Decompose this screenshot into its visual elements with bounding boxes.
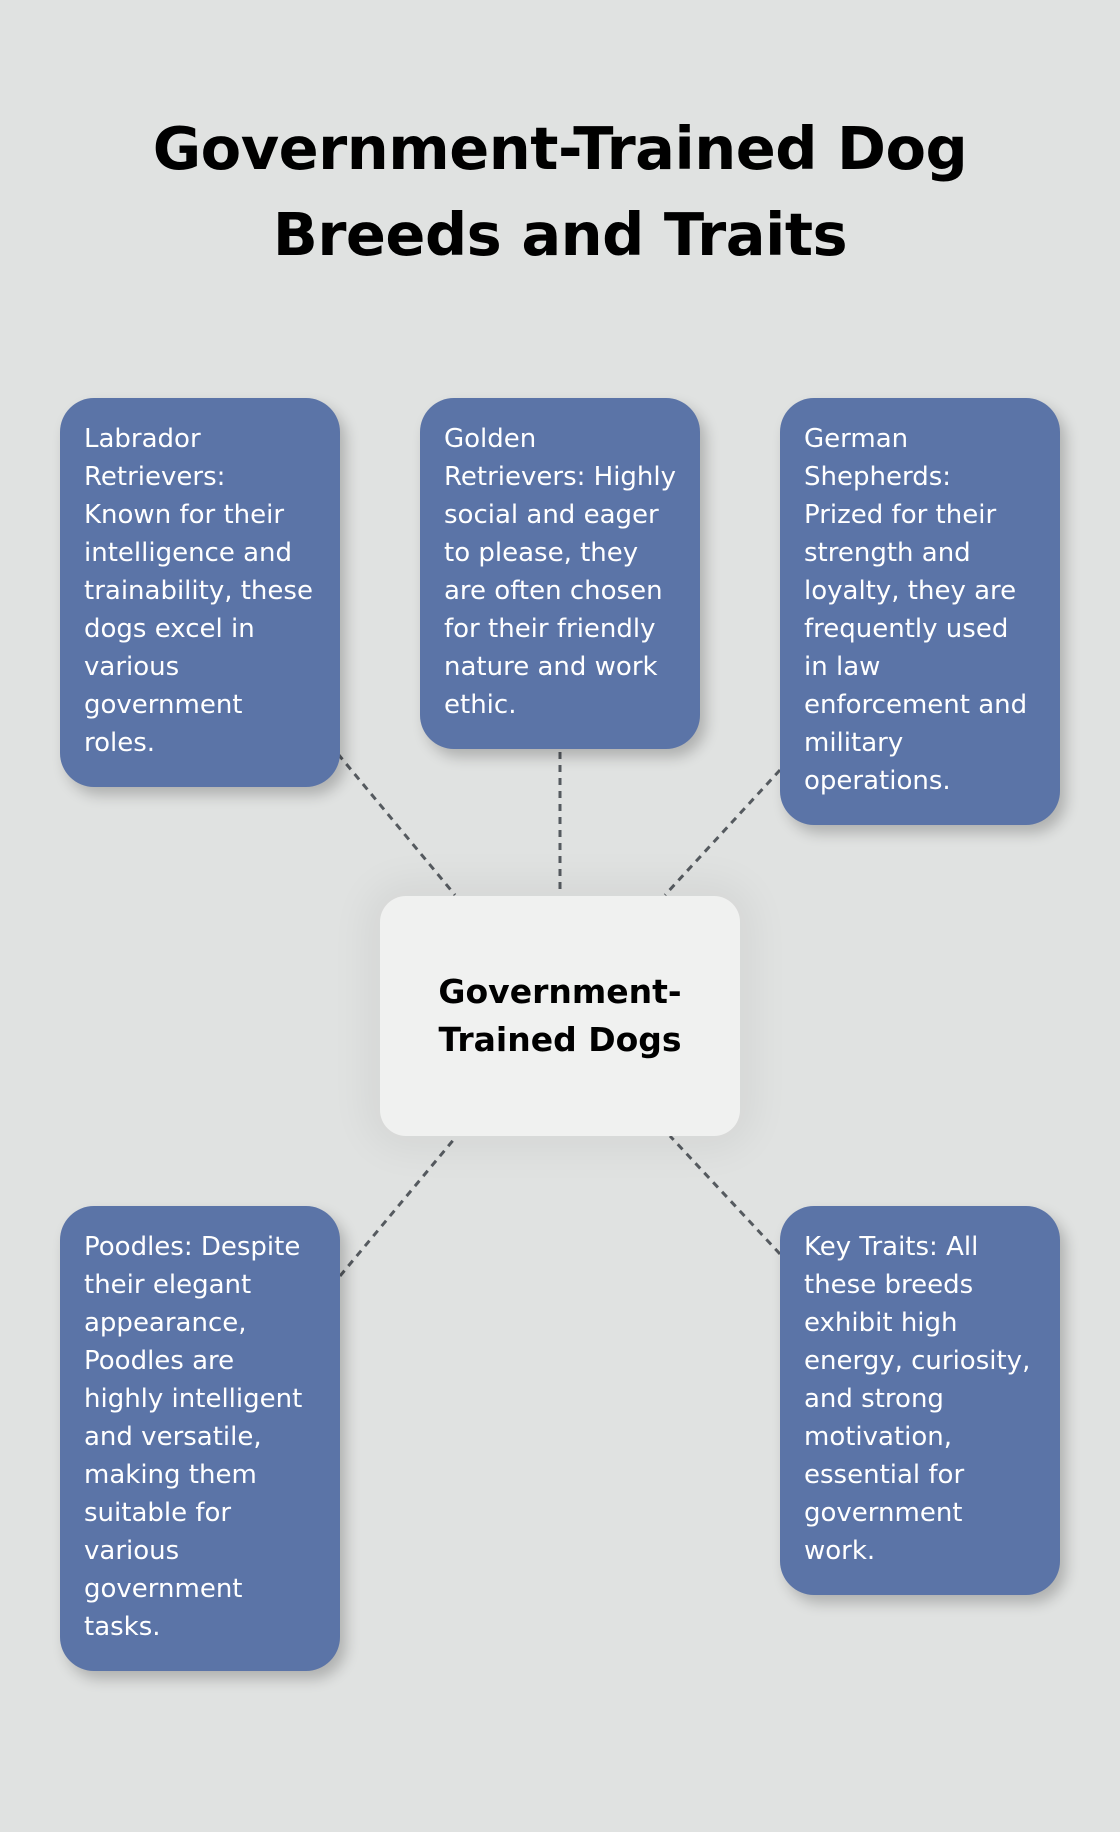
center-node: Government-Trained Dogs (380, 896, 740, 1136)
node-german-shepherds: German Shepherds: Prized for their stren… (780, 398, 1060, 825)
connector-traits (668, 1134, 782, 1256)
connector-labrador (336, 753, 457, 896)
connector-poodles (338, 1137, 457, 1277)
diagram-title: Government-Trained Dog Breeds and Traits (152, 114, 968, 269)
connector-german (663, 768, 782, 897)
center-node-label: Government-Trained Dogs (438, 972, 682, 1059)
node-labrador-retrievers: Labrador Retrievers: Known for their int… (60, 398, 340, 787)
node-key-traits: Key Traits: All these breeds exhibit hig… (780, 1206, 1060, 1595)
node-golden-retrievers: Golden Retrievers: Highly social and eag… (420, 398, 700, 749)
node-poodles: Poodles: Despite their elegant appearanc… (60, 1206, 340, 1671)
